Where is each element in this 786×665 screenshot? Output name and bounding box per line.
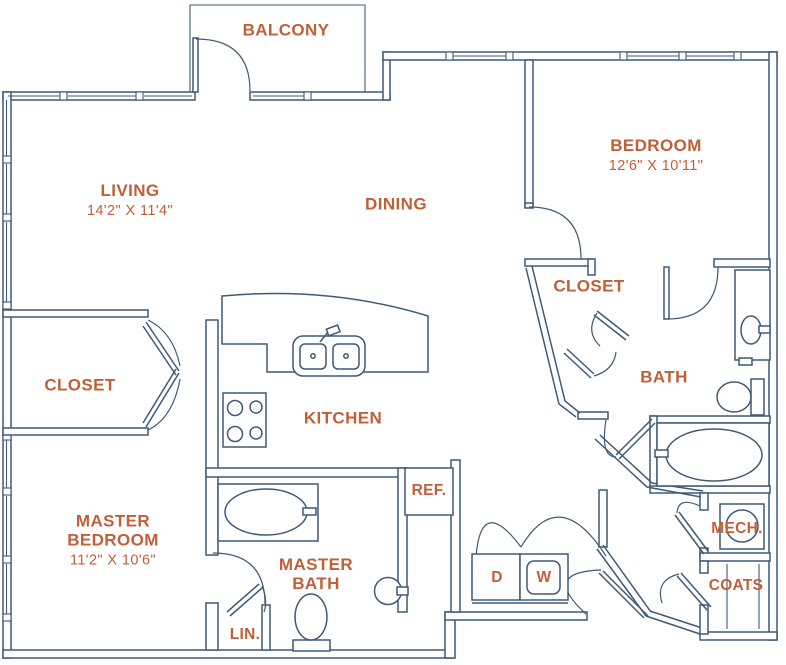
laundry-doors [475,516,607,558]
coats-rod-lines [726,564,760,629]
linen-label: LIN. [229,626,261,643]
washer-label: W [536,569,552,586]
living-label: LIVING 14'2" X 11'4" [86,180,174,220]
mech-door [674,501,709,555]
kitchen-sink-icon [292,324,366,377]
bath-door [663,266,719,320]
linen-door [226,583,267,617]
tub-room-door [603,418,656,460]
master-bedroom-label: MASTER BEDROOM 11'2" X 10'6" [67,511,159,569]
master-closet-label: CLOSET [44,375,116,395]
coats-door [659,572,712,611]
entry-door [565,569,649,619]
master-sink-icon [373,576,409,606]
bath-label: BATH [640,367,688,387]
balcony-door [192,37,251,93]
bedroom-label: BEDROOM 12'6" X 10'11" [608,135,704,175]
kitchen-label: KITCHEN [303,408,383,428]
refrigerator-label: REF. [411,482,447,499]
master-closet-doors [142,319,181,431]
master-toilet-icon [292,593,331,652]
mechanical-label: MECH. [711,520,763,537]
water-heater-icon [719,503,765,550]
bath-tub-icon [654,422,770,487]
bedroom-closet-doors [563,310,630,379]
master-bath-label: MASTER BATH [278,554,354,593]
bedroom-door [528,206,582,260]
coats-label: COATS [708,577,764,594]
windows [2,51,742,622]
master-bath-door [212,552,266,605]
bath-toilet-icon [716,378,765,416]
dryer-label: D [491,569,503,586]
balcony-outline [189,4,366,92]
bedroom-closet-label: CLOSET [553,276,625,296]
balcony-label: BALCONY [242,20,330,40]
bath-vanity-sink-icon [734,269,771,366]
kitchen-counter [221,292,429,373]
master-tub-icon [217,483,319,542]
refrigerator-box [404,467,454,516]
dining-label: DINING [365,194,427,214]
washer-box [519,553,569,601]
stove-icon [222,392,267,448]
interior-walls [2,59,771,651]
